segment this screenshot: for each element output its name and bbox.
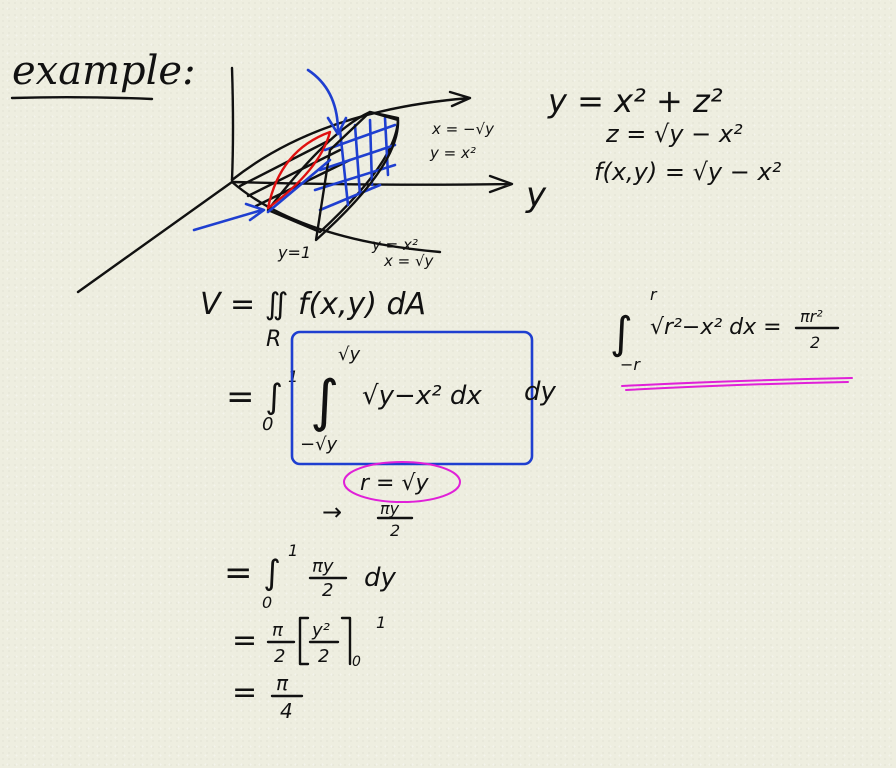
volume-integral: V = ∬ f(x,y) dA	[200, 287, 426, 322]
side-integrand: √r²−x² dx =	[650, 315, 782, 340]
r-label: r = √y	[360, 471, 429, 496]
label-x-eq-sqrt-y: x = √y	[383, 252, 435, 270]
red-cross-section	[266, 130, 332, 210]
inner-integral-sign: ∫	[310, 369, 339, 434]
label-y-eq-x2-bottom: y = x²	[371, 236, 418, 254]
line2-differential: dy	[364, 563, 397, 593]
blue-line-diag	[266, 158, 332, 214]
side-upper-limit: r	[650, 285, 658, 304]
result-denominator: 2	[390, 521, 400, 540]
line2-lower: 0	[262, 593, 272, 612]
line3-two: 2	[274, 646, 285, 667]
line3-bracket-num: y²	[311, 620, 330, 641]
line2-frac-den: 2	[322, 580, 333, 601]
outer-differential: dy	[524, 377, 557, 407]
side-formula-underline	[621, 377, 853, 391]
line4-pi: π	[276, 671, 289, 695]
surface-eq-3: f(x,y) = √y − x²	[594, 158, 782, 186]
iterated-integral-prefix: = ∫	[226, 377, 283, 417]
result-numerator: πy	[380, 499, 400, 518]
surface-eq-2: z = √y − x²	[605, 120, 743, 148]
result-arrow: →	[322, 498, 342, 526]
side-rhs-num: πr²	[800, 307, 823, 326]
surface-eq-1: y = x² + z²	[547, 82, 723, 120]
upper-parabola	[230, 90, 472, 182]
inner-integrand: √y−x² dx	[362, 381, 482, 411]
line4-equals: =	[232, 675, 257, 710]
y-axis-label: y	[525, 175, 547, 215]
solid-edge	[314, 110, 400, 242]
line3-lower: 0	[352, 654, 361, 670]
line2-upper: 1	[288, 541, 298, 560]
blue-hatching	[313, 116, 397, 212]
blue-arrow-top	[306, 68, 348, 136]
line3-pi: π	[272, 620, 284, 641]
x-axis	[76, 180, 234, 294]
label-x-neg-sqrt-y: x = −√y	[431, 120, 495, 138]
solid-outline	[266, 110, 400, 234]
inner-lower-limit: −√y	[300, 434, 338, 455]
line3-upper: 1	[376, 613, 386, 632]
y-axis	[230, 174, 514, 194]
line2-frac-num: πy	[312, 556, 334, 577]
sketch-3d: y x = −√y y = x² y=1 y = x² x = √y	[76, 66, 547, 294]
label-y-eq-x2-top: y = x²	[429, 144, 476, 162]
label-y-eq-1: y=1	[277, 243, 311, 262]
side-integral-sign: ∫	[610, 308, 633, 359]
hatch-black	[238, 138, 352, 208]
line2-integral: = ∫	[224, 553, 281, 593]
blue-arrow-left	[192, 202, 266, 232]
line3-equals: =	[232, 623, 257, 658]
line3-bracket-right	[340, 616, 352, 666]
line4-four: 4	[280, 699, 293, 723]
inner-upper-limit: √y	[338, 344, 360, 365]
side-lower-limit: −r	[620, 355, 641, 374]
heading-underline	[10, 96, 154, 101]
region-label: R	[266, 327, 281, 352]
heading-example: example:	[12, 48, 196, 94]
outer-lower-limit: 0	[262, 414, 273, 435]
r-label-circle	[343, 461, 461, 503]
inner-integral-box	[290, 330, 534, 466]
z-axis	[230, 66, 235, 182]
line3-bracket-left	[298, 616, 310, 666]
side-rhs-den: 2	[810, 333, 820, 352]
line3-bracket-den: 2	[318, 646, 329, 667]
